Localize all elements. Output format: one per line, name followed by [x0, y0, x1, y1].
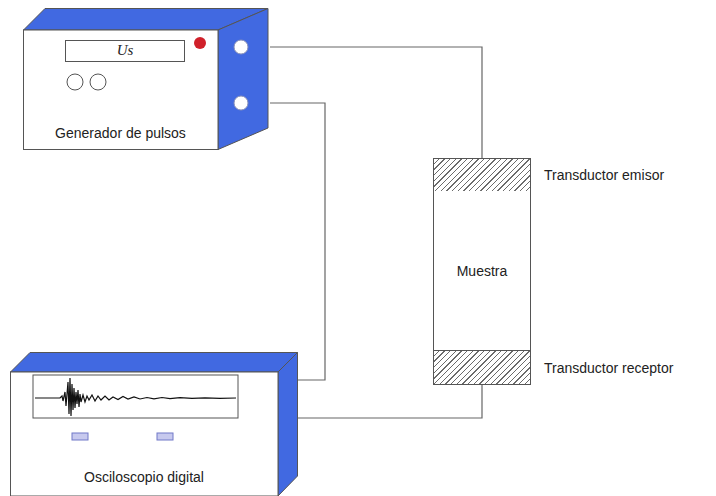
transducer-label: Transductor emisor — [544, 167, 664, 183]
digital-oscilloscope: Osciloscopio digital — [10, 352, 298, 496]
node-label: Us — [66, 42, 184, 59]
node-label: Osciloscopio digital — [10, 469, 278, 485]
emitter-transducer: Transductor emisor — [433, 158, 531, 192]
receiver-transducer: Transductor receptor — [433, 350, 531, 385]
signal-cable — [298, 385, 482, 418]
transducer-label: Transductor receptor — [544, 360, 673, 376]
node-label: Generador de pulsos — [23, 125, 218, 141]
pulse-generator: Generador de pulsos Us — [23, 8, 270, 150]
generator-display: Us — [65, 40, 185, 62]
node-label: Muestra — [434, 263, 530, 279]
sample-body: Muestra — [433, 191, 531, 351]
signal-cable — [270, 103, 325, 380]
